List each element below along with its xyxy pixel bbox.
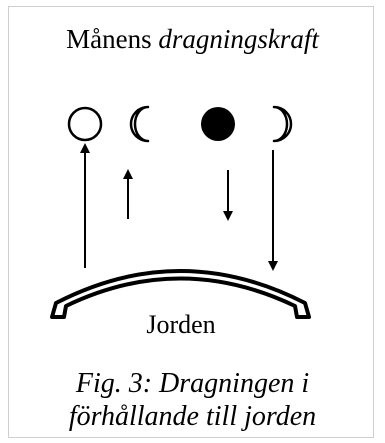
waning-crescent-icon (272, 105, 293, 143)
full-moon-icon (67, 106, 103, 142)
caption-line-2: förhållande till jorden (68, 401, 317, 432)
figure-caption: Fig. 3: Dragningen i förhållande till jo… (0, 367, 385, 433)
earth-label: Jorden (146, 310, 215, 339)
earth-arch-shape (50, 269, 311, 319)
diagram-frame (8, 6, 374, 438)
caption-line-1: Fig. 3: Dragningen i (75, 368, 310, 399)
waxing-crescent-icon (129, 105, 150, 143)
new-moon-icon (201, 107, 235, 141)
diagram-title: Månens dragningskraft (0, 24, 385, 55)
title-italic: dragningskraft (158, 24, 319, 54)
title-plain: Månens (66, 24, 152, 54)
